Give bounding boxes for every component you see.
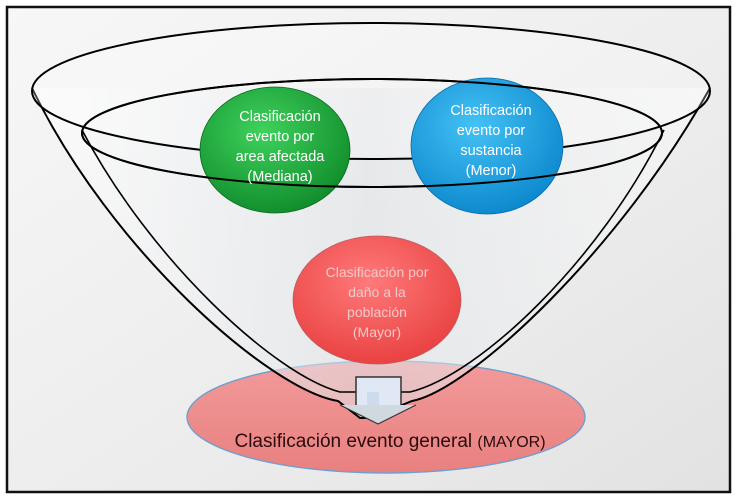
label-area-line3: area afectada — [235, 149, 325, 165]
spout-highlight — [367, 392, 379, 408]
label-general-suffix: (MAYOR) — [477, 433, 546, 451]
label-area-line2: evento por — [245, 129, 315, 145]
funnel-tip — [339, 404, 417, 425]
label-poblacion-line3: población — [347, 304, 407, 320]
label-area-line4: (Mediana) — [247, 169, 313, 185]
label-sustancia: Clasificación evento por sustancia (Meno… — [423, 98, 559, 184]
label-poblacion: Clasificación por daño a la población (M… — [296, 259, 458, 345]
label-area-line1: Clasificación — [239, 109, 321, 125]
label-general-line: Clasificación evento general (MAYOR) — [190, 428, 590, 457]
label-sustancia-line3: sustancia — [460, 143, 522, 159]
label-sustancia-line4: (Menor) — [465, 163, 517, 179]
label-general-main: Clasificación evento general — [234, 430, 473, 452]
label-poblacion-line4: (Mayor) — [352, 324, 402, 340]
label-sustancia-line2: evento por — [456, 123, 526, 139]
funnel-rim-inner-front — [81, 78, 663, 188]
label-poblacion-line2: daño a la — [348, 284, 406, 300]
funnel-rim-outer — [31, 22, 711, 160]
label-area: Clasificación evento por area afectada (… — [212, 104, 348, 190]
label-sustancia-line1: Clasificación — [450, 103, 532, 119]
label-poblacion-line1: Clasificación por — [325, 264, 429, 280]
circle-poblacion — [292, 235, 462, 365]
label-general: Clasificación evento general (MAYOR) — [190, 428, 590, 456]
